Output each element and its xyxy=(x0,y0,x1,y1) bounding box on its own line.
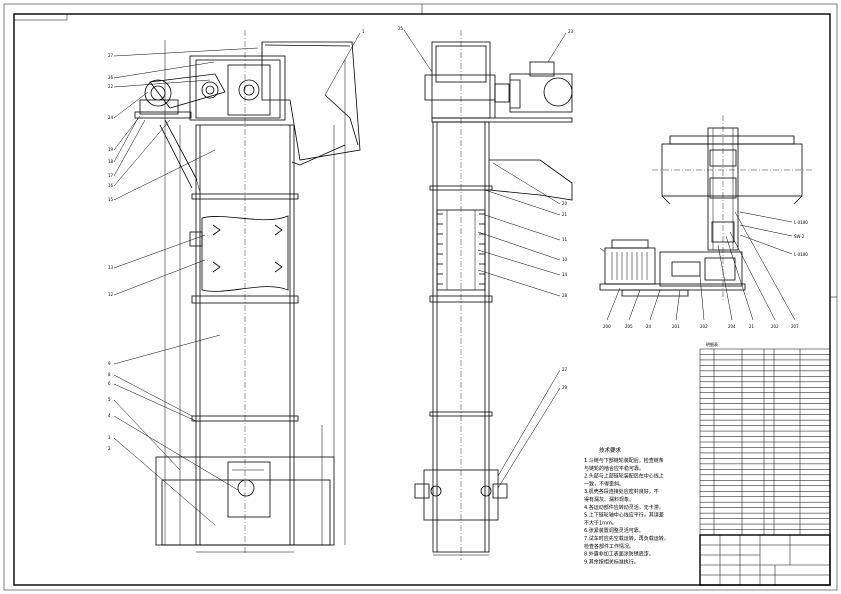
front-callout-number: 27 xyxy=(108,53,114,58)
tech-requirement-line: 4.各运动部件应转动灵活，无卡滞。 xyxy=(584,504,664,511)
drawing-frame xyxy=(13,13,831,586)
tech-requirement-line: 检查各部件工作情况。 xyxy=(584,543,634,550)
drive-side-label: L-0100 xyxy=(794,252,808,257)
tech-requirement-line: 2.头部与上部链轮装配后在中心线上 xyxy=(584,473,664,480)
drive-callout-number: 204 xyxy=(728,324,736,329)
tech-requirement-line: 3.机壳各段连接处应密封良好，不 xyxy=(584,488,659,495)
tech-requirement-line: 与链轮的啮合应平稳可靠。 xyxy=(584,465,644,472)
drive-side-label: L-0100 xyxy=(794,220,808,225)
front-view xyxy=(134,30,361,555)
front-callout-number: 6 xyxy=(108,381,111,386)
title-block xyxy=(699,534,831,586)
side-view xyxy=(414,30,573,560)
drive-callout-number: 205 xyxy=(625,324,633,329)
front-view-callouts: 27 26 22 24 19 18 17 16 15 13 12 9 8 6 5 4 3 2 1 xyxy=(108,29,365,526)
front-callout-number: 13 xyxy=(108,265,114,270)
side-callout-number: 21 xyxy=(562,212,568,217)
drive-side-label: SW-2 xyxy=(794,234,805,239)
side-callout-number: 14 xyxy=(562,272,568,277)
side-callout-number: 28 xyxy=(562,293,568,298)
tech-requirement-line: 9.其余按相关标准执行。 xyxy=(584,558,639,565)
tech-requirement-line: 5.上下链轮轴中心线应平行，其误差 xyxy=(584,512,664,519)
front-callout-number: 18 xyxy=(108,159,114,164)
side-callout-number: 29 xyxy=(562,385,568,390)
front-callout-number: 5 xyxy=(108,397,111,402)
tech-requirement-line: 1.斗链与下部链轮装配后，检查链条 xyxy=(584,457,664,464)
drive-callout-number: 24 xyxy=(646,324,652,329)
front-callout-number: 17 xyxy=(108,173,114,178)
front-callout-number: 15 xyxy=(108,197,114,202)
side-callout-number: 20 xyxy=(562,201,568,206)
corner-label-box xyxy=(13,13,68,21)
front-callout-number: 26 xyxy=(108,75,114,80)
side-callout-number: 10 xyxy=(562,257,568,262)
front-callout-number: 2 xyxy=(108,446,111,451)
drive-callout-number: 21 xyxy=(749,324,755,329)
front-callout-number: 12 xyxy=(108,292,114,297)
svg-text:明细表: 明细表 xyxy=(706,341,718,347)
drive-view xyxy=(599,115,812,300)
front-callout-number: 8 xyxy=(108,372,111,377)
front-callout-number: 16 xyxy=(108,183,114,188)
tech-requirement-line: 8.外露非加工表面涂防锈底漆。 xyxy=(584,551,654,558)
tech-requirement-line: 得有漏灰、漏料现象。 xyxy=(584,496,634,503)
tech-requirement-line: 一致，不得歪斜。 xyxy=(584,480,624,487)
front-callout-number: 19 xyxy=(108,147,114,152)
tech-requirement-line: 7.试车时应先空载运转，再负载运转， xyxy=(584,535,669,542)
side-callout-number: 27 xyxy=(562,367,568,372)
drive-callout-number: 207 xyxy=(791,324,799,329)
tech-requirement-line: 6.张紧装置调整灵活可靠。 xyxy=(584,527,644,534)
drive-callout-number: 202 xyxy=(771,324,779,329)
drive-callout-number: 201 xyxy=(672,324,680,329)
side-view-callouts: 25 23 20 21 11 10 14 28 27 29 xyxy=(398,26,574,489)
front-callout-number: 9 xyxy=(108,361,111,366)
front-callout-number: 24 xyxy=(108,115,114,120)
side-callout-number: 11 xyxy=(562,237,568,242)
side-callout-number: 25 xyxy=(398,26,404,31)
technical-requirements: 技术要求 1.斗链与下部链轮装配后，检查链条与链轮的啮合应平稳可靠。2.头部与上… xyxy=(584,446,669,565)
front-callout-number: 22 xyxy=(108,84,114,89)
front-callout-number: 4 xyxy=(108,413,111,418)
tech-requirements-heading: 技术要求 xyxy=(599,446,622,454)
front-callout-number: 3 xyxy=(108,435,111,440)
parts-list: 明细表 xyxy=(699,341,831,536)
front-callout-number: 1 xyxy=(362,29,365,34)
drive-callout-number: 200 xyxy=(603,324,611,329)
tech-requirement-line: 不大于1mm。 xyxy=(584,519,617,526)
drive-callout-number: 202 xyxy=(700,324,708,329)
side-callout-number: 23 xyxy=(568,29,574,34)
